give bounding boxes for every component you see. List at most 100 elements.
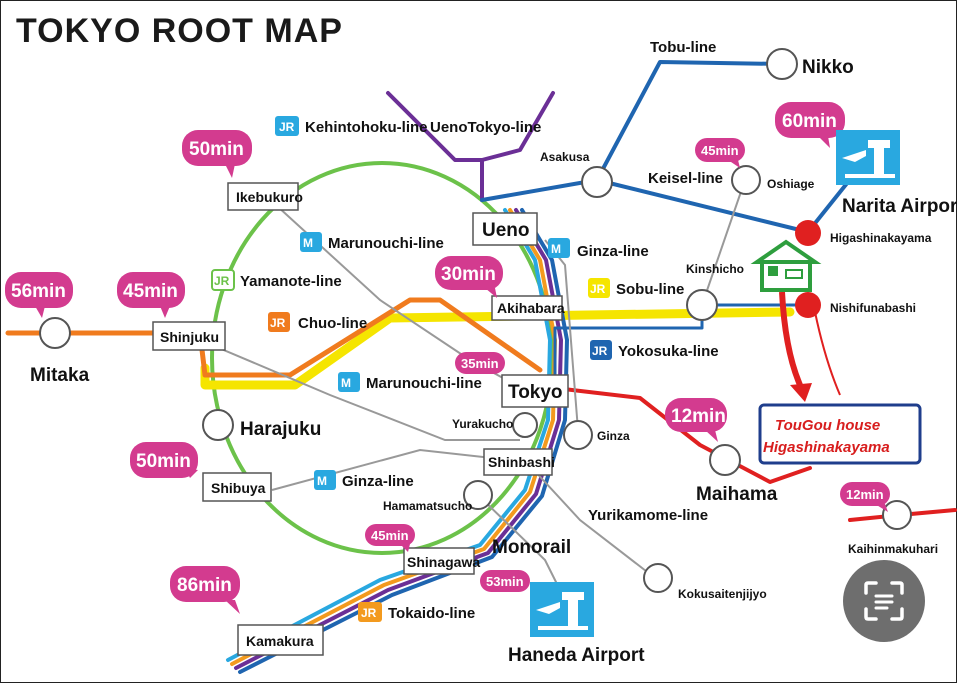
station-maihama[interactable] xyxy=(709,444,741,476)
svg-text:JR: JR xyxy=(270,316,286,330)
minutes-badge-akihabara: 30min xyxy=(435,256,503,298)
minutes-badge-shinagawa: 45min xyxy=(365,524,415,552)
station-box-ikebukuro[interactable] xyxy=(227,182,299,211)
station-label-kinshicho: Kinshicho xyxy=(686,262,744,276)
airport-icon xyxy=(836,130,900,185)
station-ginza[interactable] xyxy=(563,420,593,450)
metro-icon: M xyxy=(300,232,322,252)
station-label-yurakucho: Yurakucho xyxy=(452,417,513,431)
house-label-box: TouGou house Higashinakayama xyxy=(758,403,922,465)
station-label-ueno: Ueno xyxy=(482,220,530,241)
jr-icon: JR xyxy=(590,340,612,360)
house-label-line2: Higashinakayama xyxy=(763,439,890,456)
station-label-asakusa: Asakusa xyxy=(540,150,590,164)
station-higashinakayama[interactable] xyxy=(795,220,821,246)
svg-text:45min: 45min xyxy=(371,528,409,543)
station-harajuku[interactable] xyxy=(202,409,234,441)
station-label-haneda: Haneda Airport xyxy=(508,645,645,666)
svg-text:45min: 45min xyxy=(701,143,739,158)
minutes-badge-shinjuku: 45min xyxy=(117,272,185,318)
house-icon xyxy=(750,239,822,292)
jr-icon: JR xyxy=(275,116,299,136)
station-label-shinjuku: Shinjuku xyxy=(160,329,219,345)
marunouchi-path xyxy=(264,194,526,391)
svg-text:53min: 53min xyxy=(486,574,524,589)
keiyo-line-path xyxy=(553,386,812,484)
station-box-tokyo[interactable] xyxy=(501,374,569,408)
svg-text:M: M xyxy=(341,376,351,390)
minutes-badge-tokyo: 35min xyxy=(455,352,505,374)
map-title: TOKYO ROOT MAP xyxy=(16,12,343,50)
scan-icon xyxy=(864,581,904,621)
line-label-marunouchi-2: Marunouchi-line xyxy=(366,375,482,392)
station-oshiage[interactable] xyxy=(731,165,761,195)
svg-text:12min: 12min xyxy=(671,406,726,427)
station-box-shinagawa[interactable] xyxy=(403,547,475,575)
tobu-line-path xyxy=(595,60,784,182)
line-label-sobu: Sobu-line xyxy=(616,281,684,298)
station-box-kamakura[interactable] xyxy=(237,624,324,656)
yurikamome-path xyxy=(519,454,656,579)
minutes-badge-kaihinmakuhari: 12min xyxy=(840,482,890,512)
station-box-shibuya[interactable] xyxy=(202,472,272,502)
station-label-higashinakayama: Higashinakayama xyxy=(830,231,932,245)
svg-text:JR: JR xyxy=(592,344,608,358)
arrow-to-house-1 xyxy=(779,291,803,387)
line-label-tobu: Tobu-line xyxy=(650,39,716,56)
station-label-harajuku: Harajuku xyxy=(240,419,321,440)
station-mitaka[interactable] xyxy=(39,317,71,349)
marunouchi-path-2 xyxy=(199,339,520,441)
svg-text:86min: 86min xyxy=(177,575,232,596)
station-box-shinbashi[interactable] xyxy=(483,448,553,476)
yokosuka-line-path xyxy=(553,303,810,387)
svg-text:M: M xyxy=(303,236,313,250)
oshiage-link xyxy=(701,179,746,306)
minutes-badge-shibuya: 50min xyxy=(130,442,198,478)
svg-text:JR: JR xyxy=(279,120,295,134)
minutes-badge-ikebukuro: 50min xyxy=(182,130,252,178)
jr-icon: JR xyxy=(588,278,610,298)
station-label-shinbashi: Shinbashi xyxy=(488,454,555,470)
station-asakusa[interactable] xyxy=(581,166,613,198)
minutes-badge-narita: 60min xyxy=(775,102,845,148)
station-kinshicho[interactable] xyxy=(686,289,718,321)
station-kaihinmakuhari[interactable] xyxy=(882,500,912,530)
station-label-kaihinmakuhari: Kaihinmakuhari xyxy=(848,542,938,556)
svg-text:M: M xyxy=(317,474,327,488)
line-label-marunouchi-1: Marunouchi-line xyxy=(328,235,444,252)
station-label-oshiage: Oshiage xyxy=(767,177,815,191)
svg-text:50min: 50min xyxy=(136,451,191,472)
station-label-kamakura: Kamakura xyxy=(246,633,314,649)
line-label-yokosuka: Yokosuka-line xyxy=(618,343,719,360)
line-label-chuo: Chuo-line xyxy=(298,315,367,332)
station-nishifunabashi[interactable] xyxy=(795,292,821,318)
airport-icon xyxy=(530,582,594,637)
station-box-shinjuku[interactable] xyxy=(152,321,226,351)
station-nikko[interactable] xyxy=(766,48,798,80)
uenotokyo-line-path-2 xyxy=(480,91,555,162)
scan-button[interactable] xyxy=(843,560,925,642)
svg-text:60min: 60min xyxy=(782,111,837,132)
station-label-maihama: Maihama xyxy=(696,484,778,505)
line-label-ginza-1: Ginza-line xyxy=(577,243,649,260)
station-box-akihabara[interactable] xyxy=(491,295,563,321)
svg-text:M: M xyxy=(551,242,561,256)
svg-text:50min: 50min xyxy=(189,139,244,160)
station-label-ginza: Ginza xyxy=(597,429,630,443)
minutes-badge-mitaka: 56min xyxy=(5,272,73,318)
station-box-ueno[interactable] xyxy=(472,212,538,246)
station-label-shinagawa: Shinagawa xyxy=(407,554,480,570)
line-label-keihintohoku: Kehintohoku-line xyxy=(305,119,428,136)
metro-icon: M xyxy=(314,470,336,490)
jr-icon: JR xyxy=(268,312,290,332)
station-label-tokyo: Tokyo xyxy=(508,382,563,403)
station-hamamatsucho[interactable] xyxy=(463,480,493,510)
svg-text:JR: JR xyxy=(590,282,606,296)
arrow-head-1 xyxy=(790,383,812,402)
station-label-akihabara: Akihabara xyxy=(497,300,565,316)
svg-text:56min: 56min xyxy=(11,281,66,302)
station-yurakucho[interactable] xyxy=(512,412,538,438)
station-label-narita: Narita Airport xyxy=(842,196,957,217)
station-kokusaitenjijyo[interactable] xyxy=(643,563,673,593)
